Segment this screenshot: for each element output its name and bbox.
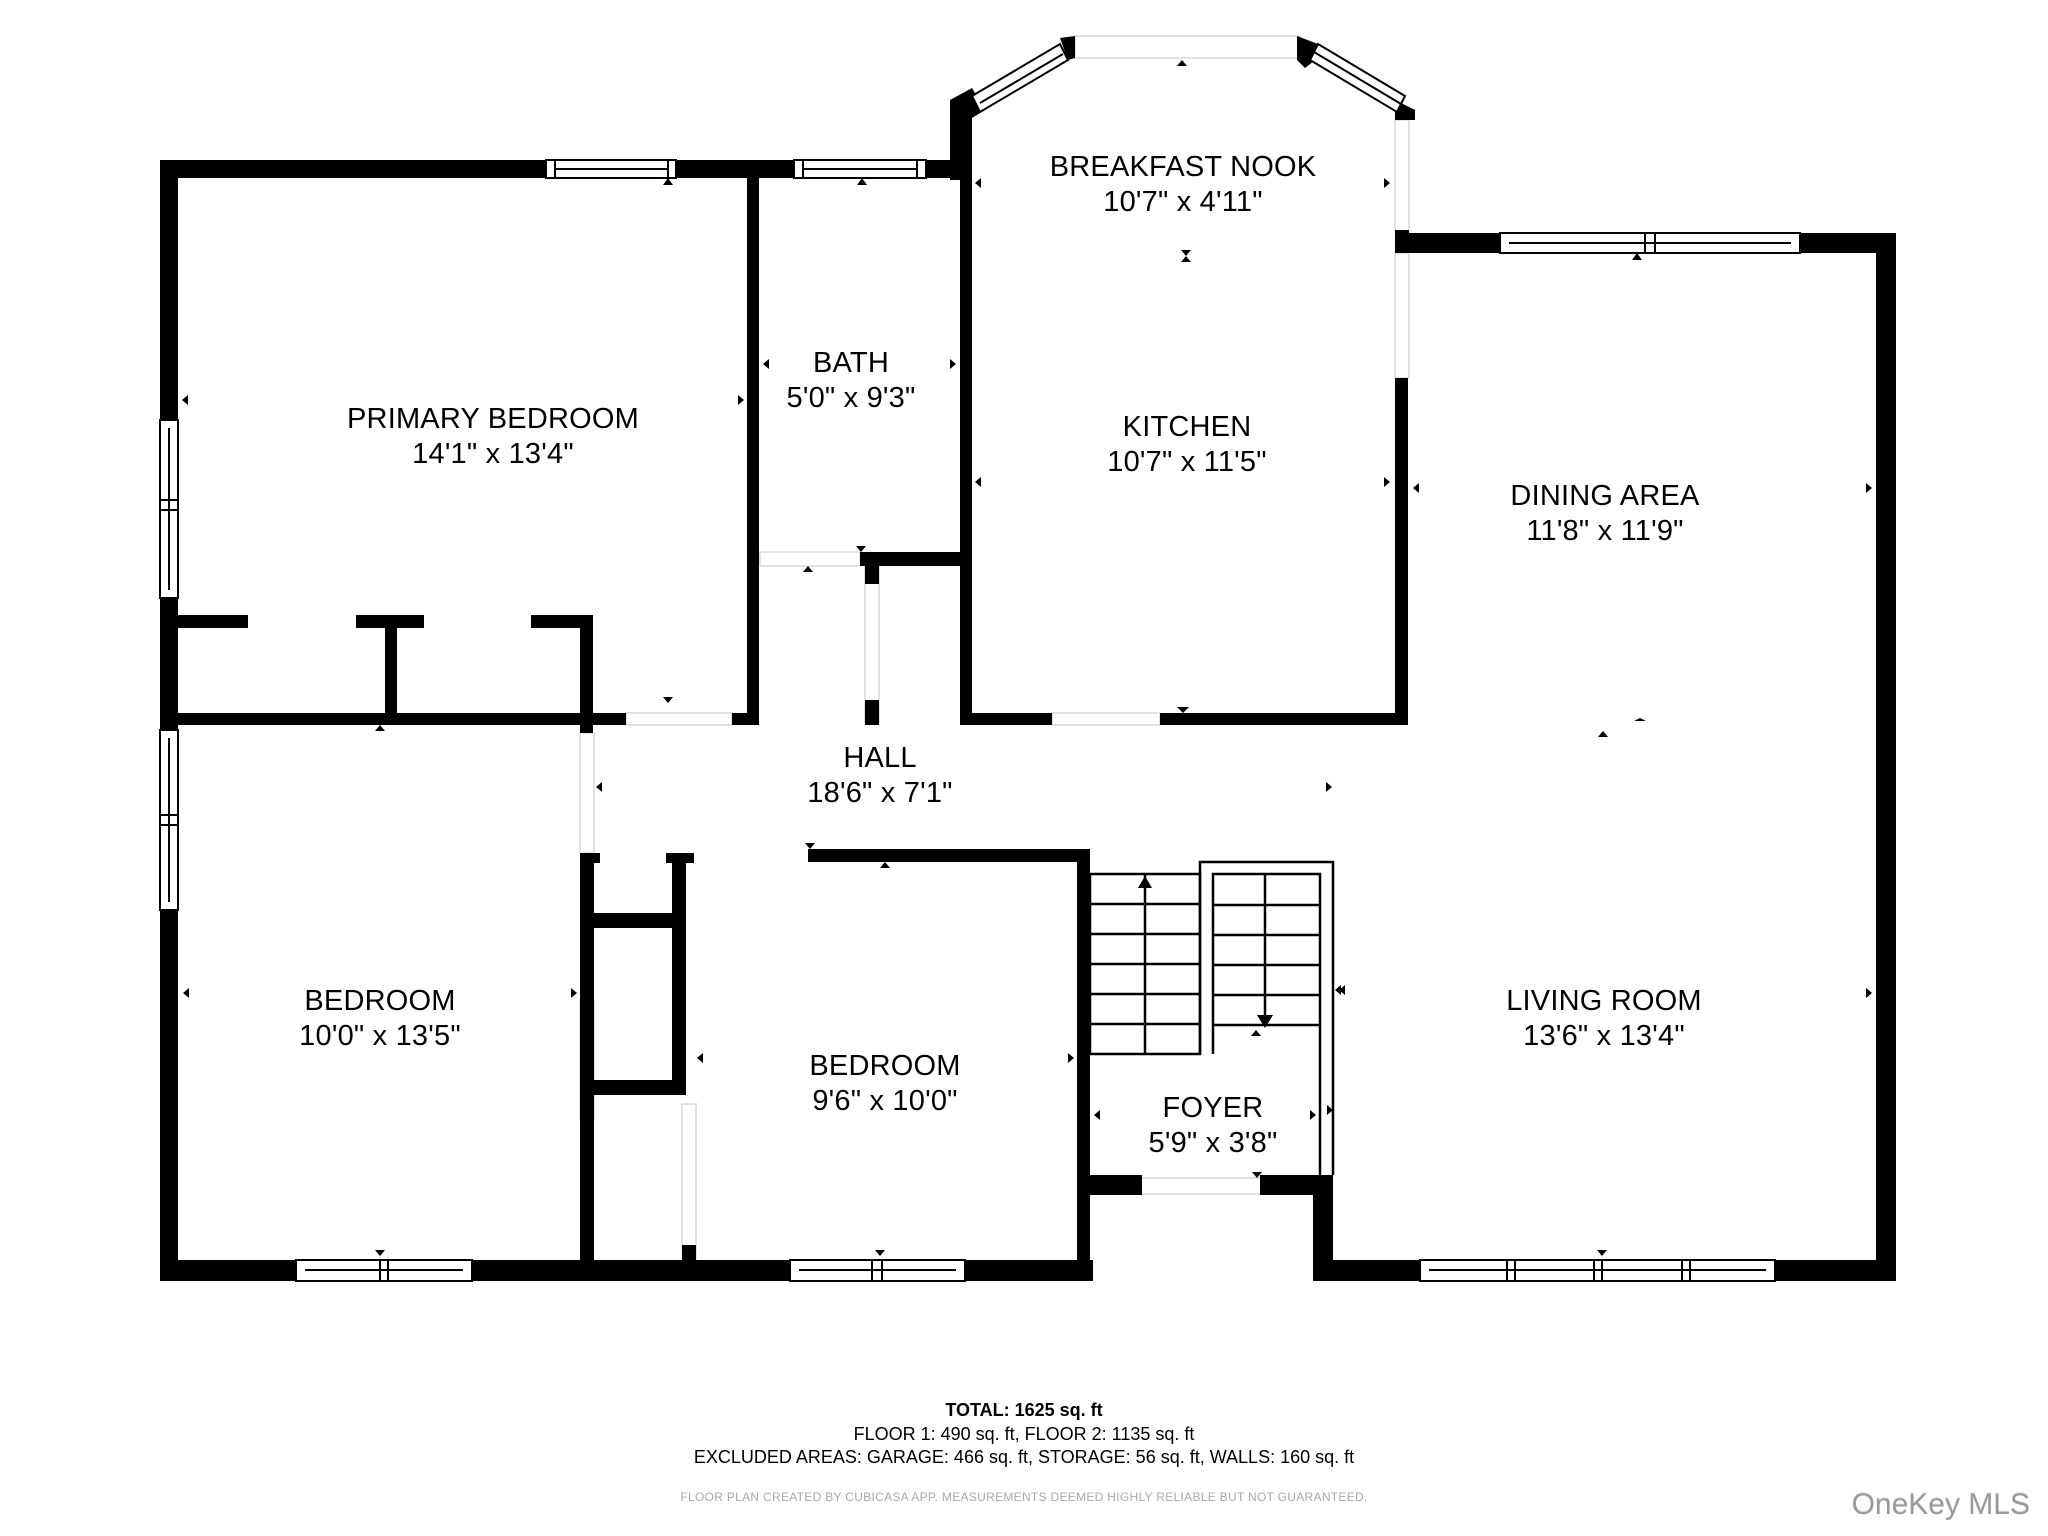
- room-dimensions: 14'1" x 13'4": [412, 438, 574, 470]
- room-name: LIVING ROOM: [1506, 985, 1702, 1017]
- room-name: KITCHEN: [1122, 411, 1252, 443]
- room-dimensions: 10'7" x 4'11": [1103, 186, 1263, 218]
- room-name: DINING AREA: [1510, 480, 1700, 512]
- room-dimensions: 5'9" x 3'8": [1148, 1127, 1278, 1159]
- stair-up-arrow-icon: [1138, 876, 1152, 888]
- room-label-foyer: FOYER 5'9" x 3'8": [1149, 1091, 1278, 1161]
- floor-areas: FLOOR 1: 490 sq. ft, FLOOR 2: 1135 sq. f…: [853, 1424, 1195, 1444]
- room-label-breakfast-nook: BREAKFAST NOOK 10'7" x 4'11": [1050, 150, 1317, 220]
- watermark-logo: OneKey MLS: [1851, 1488, 2030, 1521]
- room-name: FOYER: [1162, 1092, 1264, 1124]
- door-openings: [579, 35, 1410, 1260]
- room-label-living-room: LIVING ROOM 13'6" x 13'4": [1506, 984, 1702, 1054]
- total-area: TOTAL: 1625 sq. ft: [945, 1400, 1103, 1420]
- dimension-markers: [182, 60, 1872, 1256]
- room-label-primary-bedroom: PRIMARY BEDROOM 14'1" x 13'4": [347, 402, 639, 472]
- room-name: BEDROOM: [809, 1050, 961, 1082]
- room-name: BEDROOM: [304, 985, 456, 1017]
- walls: [160, 36, 1896, 1281]
- room-dimensions: 11'8" x 11'9": [1526, 515, 1684, 547]
- room-label-hall: HALL 18'6" x 7'1": [807, 741, 952, 811]
- room-name: BREAKFAST NOOK: [1049, 151, 1317, 183]
- room-dimensions: 18'6" x 7'1": [807, 777, 953, 809]
- stair-down-arrow-icon: [1257, 1015, 1273, 1028]
- room-dimensions: 10'7" x 11'5": [1107, 446, 1267, 478]
- room-label-bedroom-2: BEDROOM 9'6" x 10'0": [809, 1049, 960, 1119]
- room-label-dining-area: DINING AREA 11'8" x 11'9": [1510, 479, 1699, 549]
- excluded-areas: EXCLUDED AREAS: GARAGE: 466 sq. ft, STOR…: [693, 1447, 1355, 1467]
- windows: [159, 42, 1801, 1282]
- room-name: HALL: [843, 742, 917, 774]
- disclaimer: FLOOR PLAN CREATED BY CUBICASA APP. MEAS…: [680, 1490, 1368, 1504]
- room-label-bedroom-1: BEDROOM 10'0" x 13'5": [299, 984, 461, 1054]
- room-label-bath: BATH 5'0" x 9'3": [787, 346, 916, 416]
- room-dimensions: 9'6" x 10'0": [812, 1085, 958, 1117]
- staircase: [1088, 860, 1335, 1175]
- room-dimensions: 10'0" x 13'5": [299, 1020, 461, 1052]
- room-name: BATH: [813, 347, 889, 379]
- room-dimensions: 13'6" x 13'4": [1523, 1020, 1685, 1052]
- room-label-kitchen: KITCHEN 10'7" x 11'5": [1107, 410, 1267, 480]
- room-name: PRIMARY BEDROOM: [347, 403, 639, 435]
- room-dimensions: 5'0" x 9'3": [786, 382, 916, 414]
